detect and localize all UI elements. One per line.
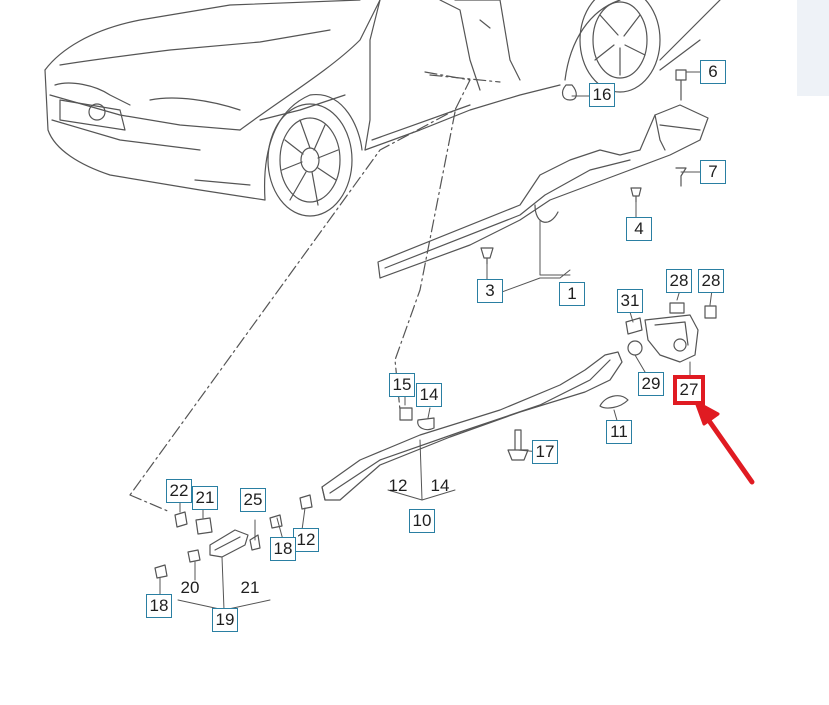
side-panel xyxy=(797,0,829,96)
callout-3: 3 xyxy=(477,279,503,303)
callout-25: 25 xyxy=(240,488,266,512)
leader-lines xyxy=(129,71,501,513)
callout-12-upper: 12 xyxy=(388,476,408,495)
callout-27-highlighted: 27 xyxy=(673,375,705,405)
callout-18-upper: 18 xyxy=(270,537,296,561)
callout-14-upper: 14 xyxy=(416,383,442,407)
callout-21-upper: 21 xyxy=(192,486,218,510)
fasteners xyxy=(154,69,717,579)
callout-12-lower: 12 xyxy=(293,528,319,552)
car-illustration xyxy=(44,0,721,217)
callout-4: 4 xyxy=(626,217,652,241)
callout-20: 20 xyxy=(180,578,200,597)
front-bracket xyxy=(209,529,249,558)
callout-1: 1 xyxy=(559,282,585,306)
callout-17: 17 xyxy=(532,440,558,464)
highlight-arrow xyxy=(694,400,755,485)
callout-18-lower: 18 xyxy=(146,594,172,618)
callout-28-left: 28 xyxy=(666,269,692,293)
callout-11: 11 xyxy=(606,420,632,444)
callout-15: 15 xyxy=(389,373,415,397)
callout-22: 22 xyxy=(166,479,192,503)
rear-bracket xyxy=(644,314,699,363)
callout-16: 16 xyxy=(589,83,615,107)
callout-21-lower: 21 xyxy=(240,578,260,597)
callout-31: 31 xyxy=(617,289,643,313)
callout-6: 6 xyxy=(700,60,726,84)
callout-19: 19 xyxy=(212,608,238,632)
callout-14-lower: 14 xyxy=(430,476,450,495)
upper-sill-trim xyxy=(377,104,709,279)
callout-leaders xyxy=(159,71,713,611)
callout-28-right: 28 xyxy=(698,269,724,293)
callout-7: 7 xyxy=(700,160,726,184)
callout-10: 10 xyxy=(409,509,435,533)
callout-29: 29 xyxy=(638,372,664,396)
lower-sill-panel xyxy=(321,351,623,501)
